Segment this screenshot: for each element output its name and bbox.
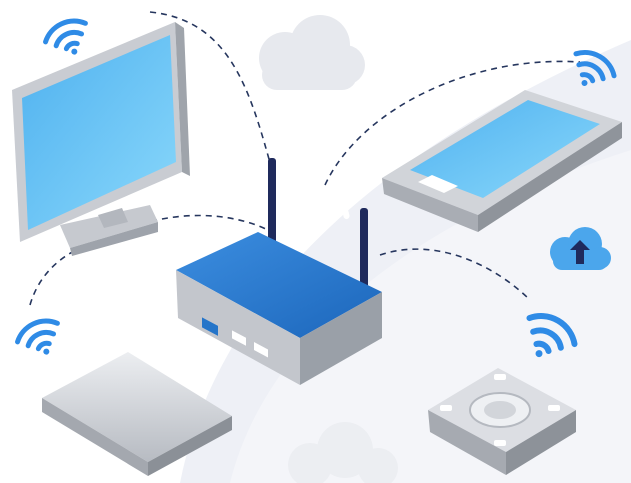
smart-hub-icon — [428, 368, 576, 475]
cloud-icon — [259, 15, 365, 90]
monitor-icon — [12, 22, 190, 256]
wifi-icon — [15, 318, 60, 355]
wifi-icon — [43, 18, 88, 55]
cloud-icon — [288, 422, 398, 483]
wifi-icon — [298, 185, 350, 227]
router-icon — [176, 158, 382, 385]
wifi-icon — [526, 313, 578, 358]
connection-lines — [29, 11, 581, 306]
wifi-icon — [573, 49, 617, 86]
tablet-icon — [382, 90, 622, 232]
set-top-box-icon — [42, 352, 232, 476]
cloud-upload-icon — [550, 227, 611, 270]
